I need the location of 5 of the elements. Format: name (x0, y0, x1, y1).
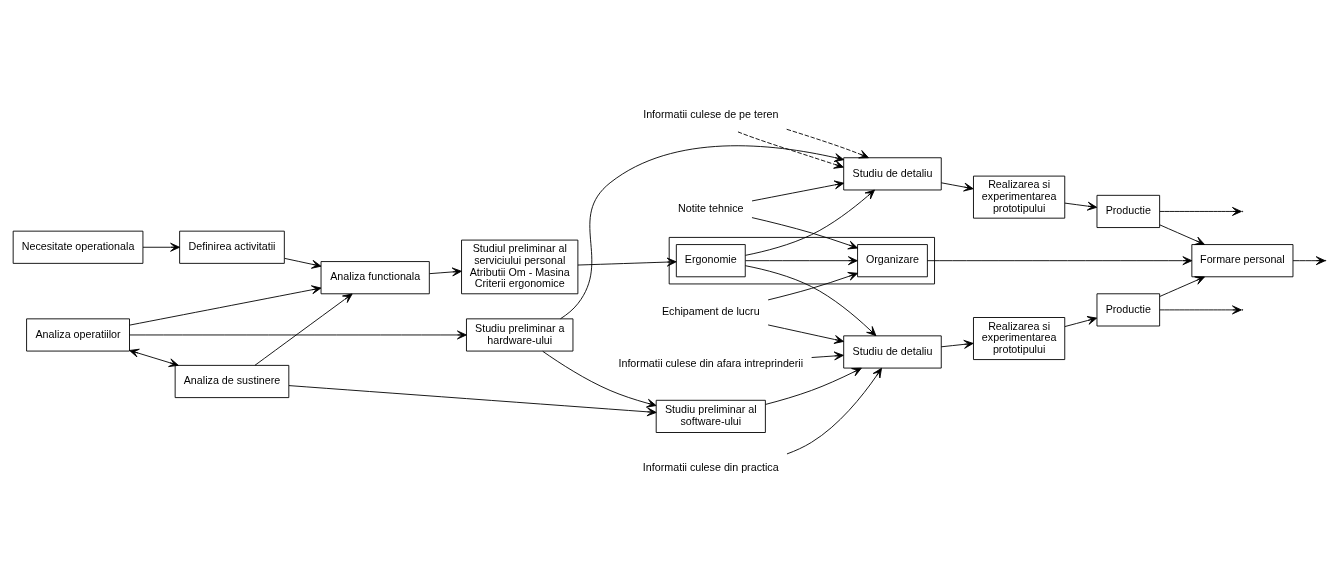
node-text: Notite tehnice (678, 201, 744, 214)
node-text: Informatii culese din practica (642, 461, 779, 474)
node-text: Informatii culese din afara intreprinderii (618, 357, 804, 370)
node-text: Echipament de lucru (661, 305, 760, 318)
node-text: Informatii culese de pe teren (643, 108, 779, 121)
